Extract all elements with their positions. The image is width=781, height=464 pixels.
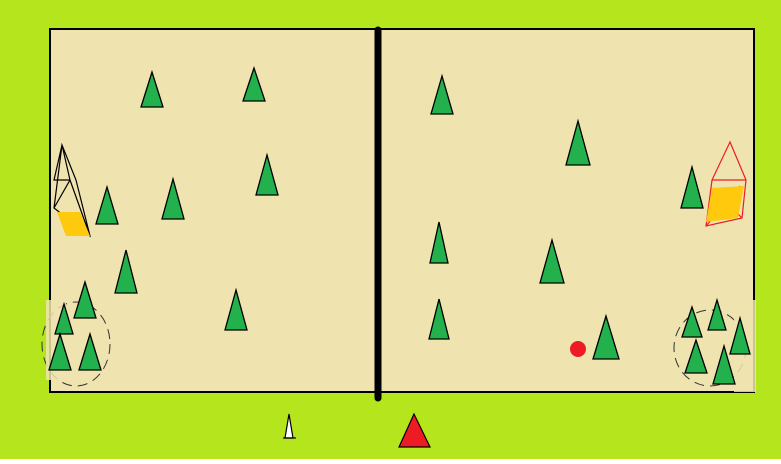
red-ball — [570, 341, 586, 357]
